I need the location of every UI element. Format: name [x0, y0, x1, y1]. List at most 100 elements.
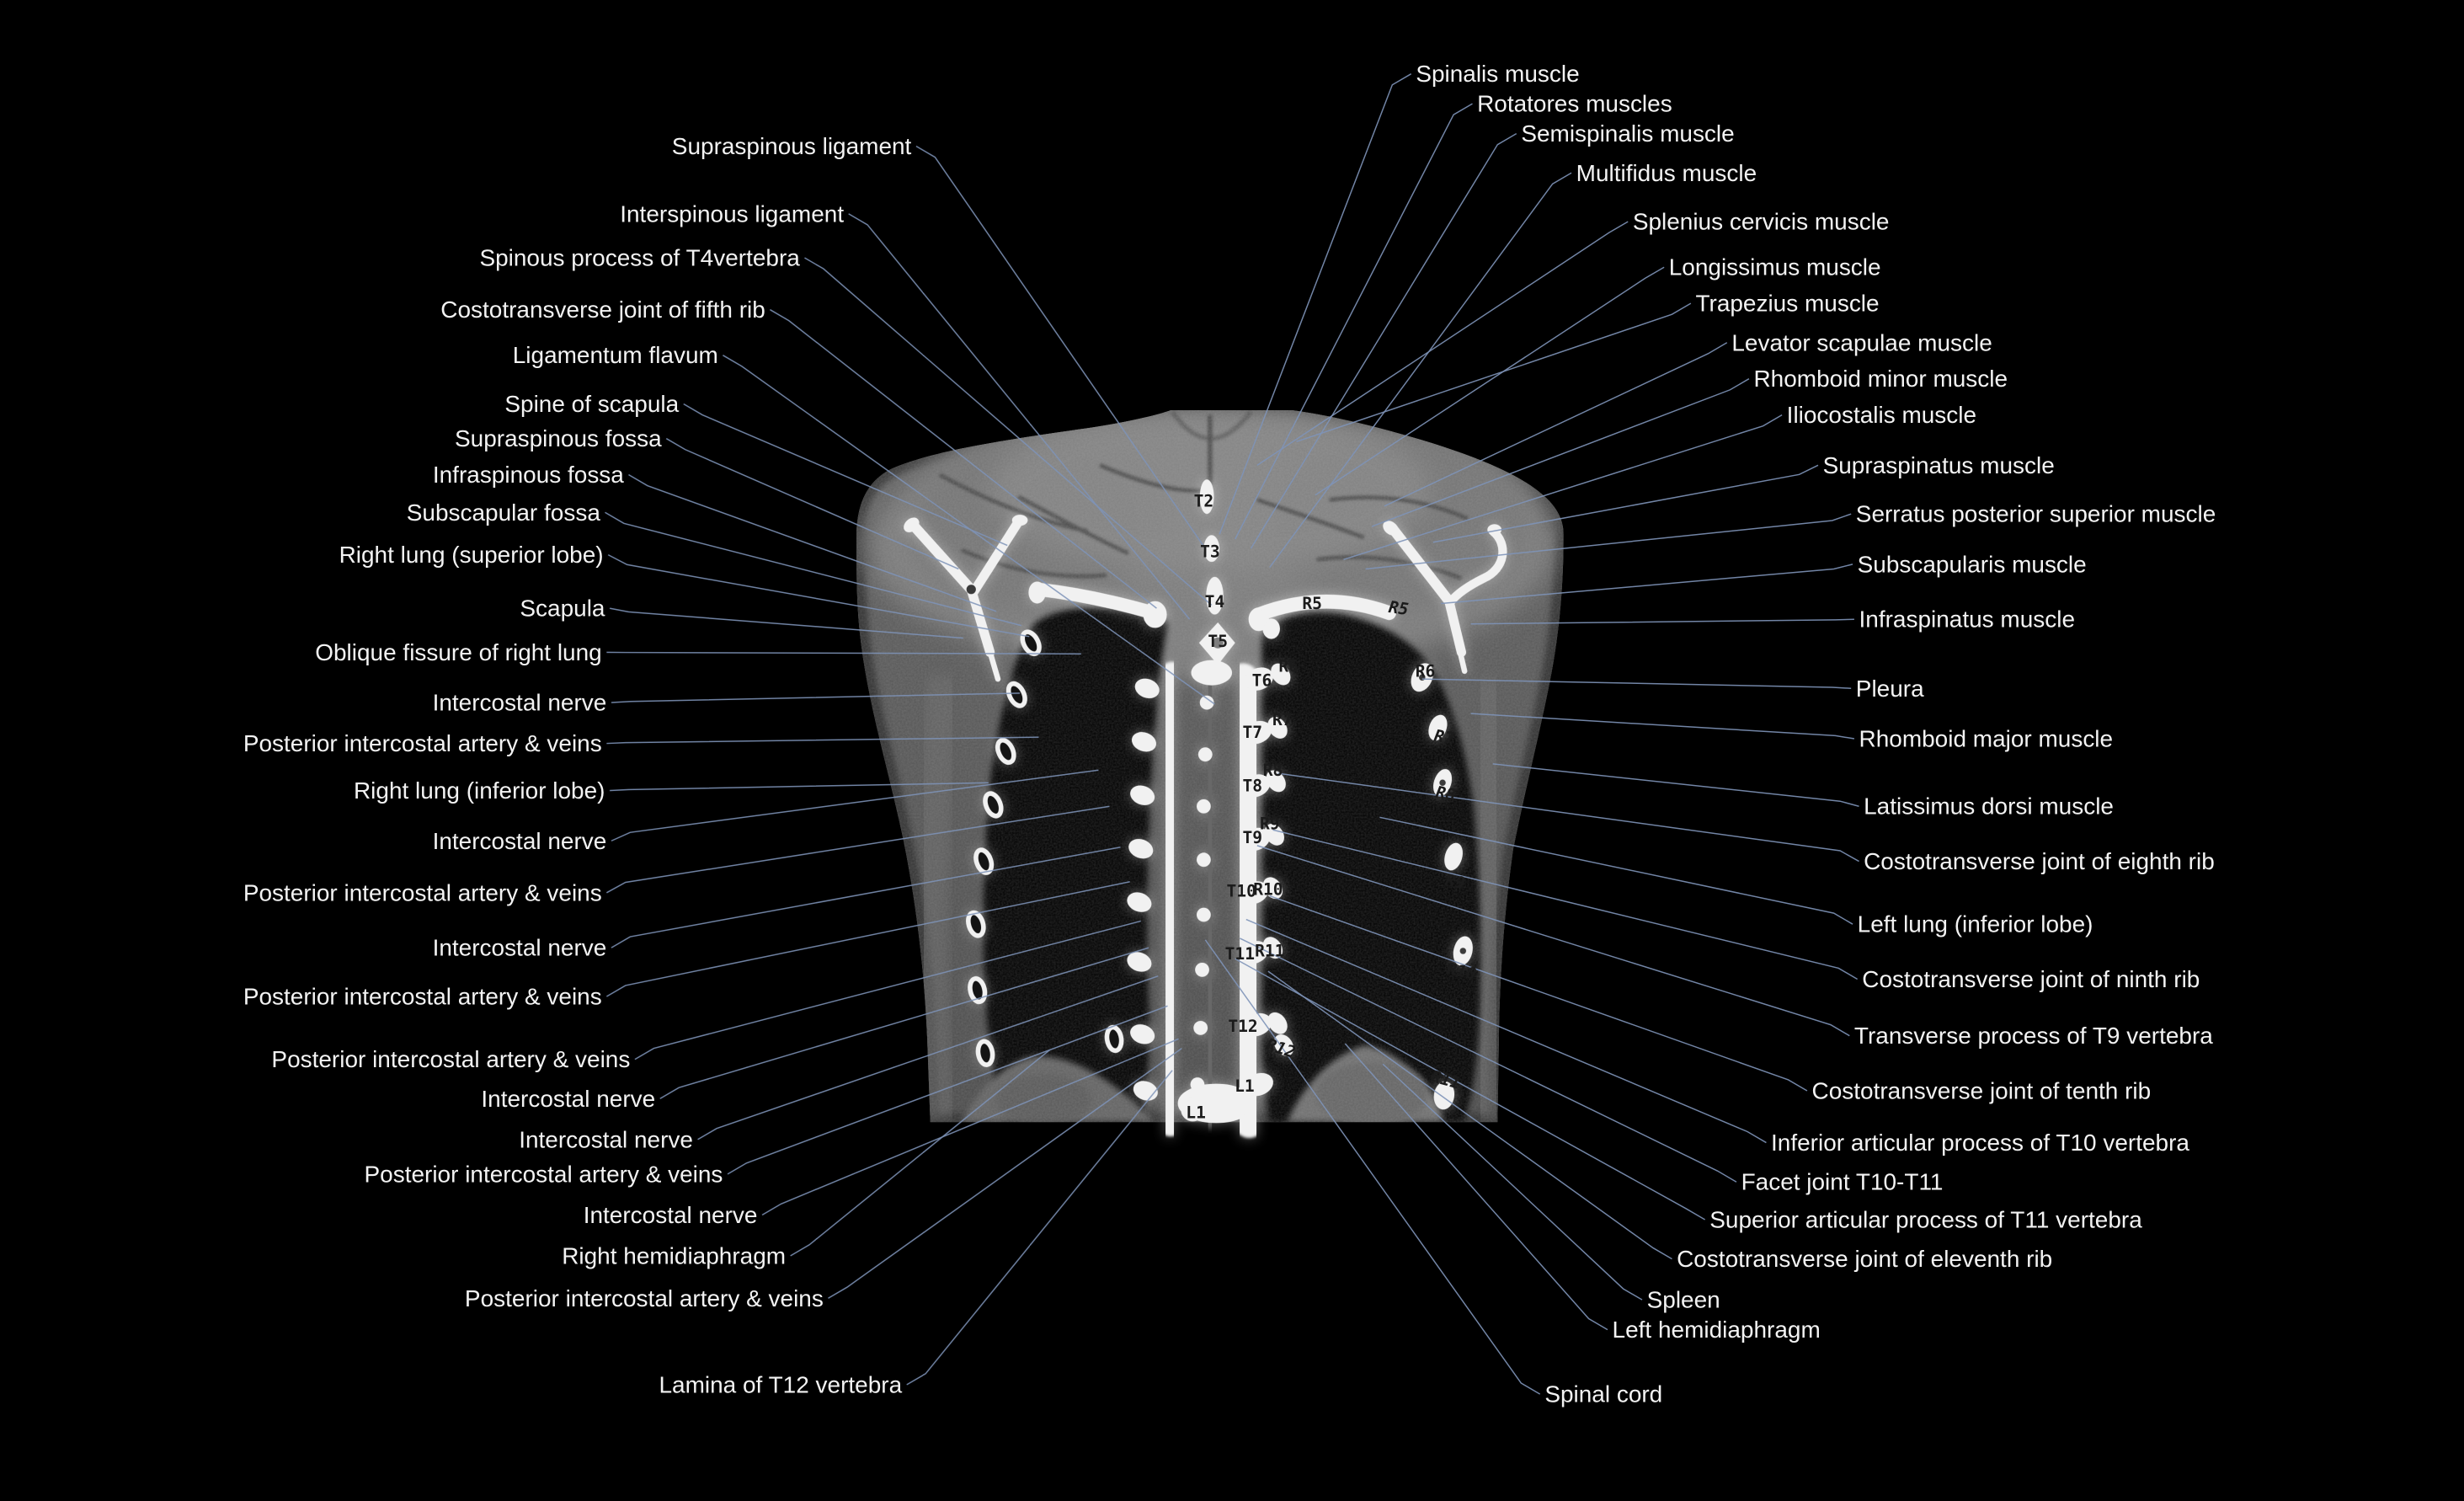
anatomy-label: Posterior intercostal artery & veins: [465, 1285, 824, 1311]
leader-line: [605, 881, 1130, 997]
ct-marker: T3: [1200, 542, 1220, 561]
anatomy-label: Rhomboid minor muscle: [1754, 366, 2008, 392]
leader-line: [1204, 939, 1541, 1395]
leader-line: [1256, 221, 1629, 466]
anatomy-label: Ligamentum flavum: [513, 342, 718, 368]
leader-line: [1371, 378, 1750, 527]
ct-marker: R7: [1272, 710, 1293, 729]
leader-lines-layer: [605, 73, 1859, 1395]
leader-line: [665, 437, 959, 570]
leader-line: [683, 403, 1008, 547]
anatomy-label: Right lung (inferior lobe): [354, 777, 605, 804]
anatomy-label: Posterior intercostal artery & veins: [243, 879, 602, 905]
ct-marker: R6: [1278, 657, 1299, 676]
anatomy-label: Costotransverse joint of ninth rib: [1862, 966, 2200, 992]
anatomy-label: Latissimus dorsi muscle: [1864, 793, 2114, 820]
leader-line: [1277, 772, 1859, 863]
anatomy-label: Spinal cord: [1544, 1381, 1662, 1408]
leader-line: [1421, 678, 1852, 690]
anatomy-label: Left hemidiaphragm: [1613, 1317, 1821, 1343]
leader-line: [1250, 132, 1517, 549]
anatomy-label: Spinalis muscle: [1416, 61, 1579, 87]
anatomy-label: Pleura: [1856, 676, 1924, 702]
leader-line: [790, 1049, 1051, 1257]
leader-line: [607, 554, 1030, 638]
anatomy-label: Intercostal nerve: [433, 690, 607, 716]
leader-line: [1267, 970, 1672, 1260]
leader-line: [723, 355, 1215, 705]
anatomy-label: Subscapularis muscle: [1858, 551, 2087, 577]
anatomy-label: Intercostal nerve: [433, 935, 607, 961]
leader-line: [1240, 937, 1737, 1183]
leader-line: [1272, 829, 1859, 980]
leader-line: [628, 473, 997, 612]
anatomy-label: Lamina of T12 vertebra: [659, 1371, 902, 1397]
leader-line: [606, 651, 1081, 654]
anatomy-label: Supraspinous ligament: [672, 133, 912, 159]
ct-marker: R6: [1416, 661, 1436, 681]
leader-line: [828, 1047, 1182, 1299]
anatomy-label: Longissimus muscle: [1669, 254, 1881, 280]
leader-line: [1245, 918, 1767, 1144]
anatomy-label: Intercostal nerve: [519, 1126, 693, 1152]
anatomy-label: Splenius cervicis muscle: [1633, 209, 1890, 235]
anatomy-label: Supraspinous fossa: [455, 425, 662, 451]
anatomy-label: Superior articular process of T11 verteb…: [1709, 1206, 2142, 1232]
leader-line: [1315, 266, 1665, 496]
anatomy-label: Intercostal nerve: [433, 828, 607, 854]
anatomy-label: Semispinalis muscle: [1521, 120, 1734, 147]
leader-line: [1343, 414, 1783, 560]
anatomy-label: Costotransverse joint of tenth rib: [1812, 1077, 2152, 1103]
leader-line: [611, 769, 1099, 841]
anatomy-label: Intercostal nerve: [584, 1202, 758, 1228]
anatomy-label: Left lung (inferior lobe): [1858, 911, 2093, 937]
leader-line: [1441, 564, 1853, 605]
anatomy-label: Spine of scapula: [504, 391, 679, 417]
leader-line: [848, 213, 1191, 620]
anatomy-label: Posterior intercostal artery & veins: [271, 1046, 630, 1072]
anatomy-label: Costotransverse joint of eleventh rib: [1677, 1246, 2052, 1272]
ct-marker: R8: [1263, 761, 1283, 780]
leader-line: [1432, 464, 1819, 543]
ct-marker: T4: [1205, 592, 1225, 612]
ct-marker: L1: [1235, 1076, 1255, 1096]
ct-marker: R5: [1302, 594, 1322, 613]
leader-line: [727, 1005, 1168, 1175]
ct-marker: R8: [1434, 783, 1457, 805]
ct-marker: R5: [1388, 597, 1411, 619]
leader-line: [609, 607, 963, 639]
ct-marker: T6: [1252, 670, 1272, 690]
leader-line: [1470, 618, 1854, 625]
anatomy-label: Right hemidiaphragm: [562, 1242, 786, 1269]
leader-line: [1365, 513, 1852, 570]
anatomy-label: Supraspinatus muscle: [1823, 452, 2055, 478]
anatomy-label: Subscapular fossa: [407, 499, 601, 526]
ct-marker: T5: [1208, 632, 1228, 651]
leader-line: [1269, 172, 1572, 569]
leader-line: [659, 947, 1149, 1099]
ct-marker: R9: [1260, 814, 1280, 833]
leader-line: [611, 847, 1121, 948]
leader-line: [804, 257, 1213, 606]
leader-line: [761, 1038, 1179, 1216]
ct-marker: L1: [1186, 1103, 1206, 1123]
anatomy-label: Rotatores muscles: [1477, 91, 1672, 117]
anatomy-label: Inferior articular process of T10 verteb…: [1771, 1130, 2189, 1156]
anatomy-label: Intercostal nerve: [481, 1086, 655, 1112]
leader-line: [605, 805, 1110, 894]
anatomy-label: Interspinous ligament: [620, 200, 844, 227]
anatomy-label: Multifidus muscle: [1576, 160, 1757, 186]
ct-marker: R9: [1443, 870, 1467, 893]
anatomy-label: Levator scapulae muscle: [1731, 329, 1992, 355]
leader-line: [1492, 763, 1859, 807]
leader-line: [1235, 103, 1473, 540]
anatomy-label: Right lung (superior lobe): [339, 542, 604, 568]
leader-line: [906, 1070, 1173, 1386]
anatomy-label: Scapula: [520, 596, 605, 622]
leader-line: [1379, 816, 1853, 925]
anatomy-label: Posterior intercostal artery & veins: [243, 730, 602, 756]
leader-line: [606, 736, 1039, 745]
anatomy-label: Transverse process of T9 vertebra: [1854, 1023, 2213, 1049]
